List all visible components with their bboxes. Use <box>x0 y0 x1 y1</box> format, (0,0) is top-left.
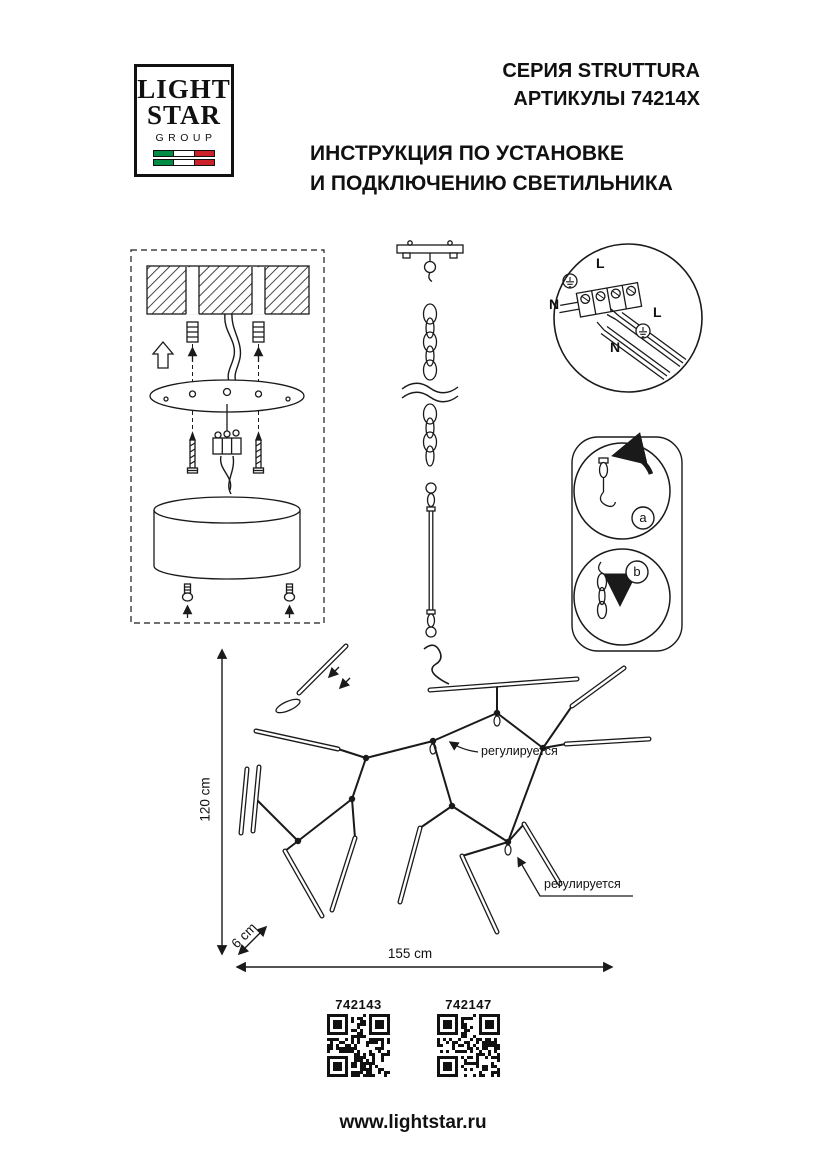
product-code-1: 742143 <box>335 997 382 1012</box>
instruction-title-line1: ИНСТРУКЦИЯ ПО УСТАНОВКЕ <box>310 142 624 165</box>
mounting-diagram <box>130 249 325 624</box>
power-cord <box>423 644 450 685</box>
width-dimension: 155 cm <box>387 946 433 961</box>
product-code-2: 742147 <box>445 997 492 1012</box>
rotate-arrow-icon <box>611 432 654 475</box>
qr-code-1 <box>324 1011 393 1080</box>
wiring-label-line-top: L <box>596 255 605 271</box>
wiring-label-line-cable: L <box>653 304 662 320</box>
qr-code-2 <box>434 1011 503 1080</box>
terminal-block-icon <box>559 281 643 318</box>
detail-a <box>573 432 671 540</box>
connector-disc <box>275 698 301 714</box>
wiring-label-neutral-cable: N <box>610 339 621 355</box>
detail-b-label: b <box>633 564 641 579</box>
logo-word-star: STAR <box>146 100 222 130</box>
adjustable-arrow-bottom <box>517 856 633 897</box>
chandelier-diagram <box>238 643 652 935</box>
detail-a-label: a <box>639 510 647 525</box>
instruction-title: ИНСТРУКЦИЯ ПО УСТАНОВКЕ И ПОДКЛЮЧЕНИЮ СВ… <box>310 139 673 199</box>
bolt-icon <box>283 583 296 618</box>
bolt-icon <box>181 583 194 618</box>
chain-parts-diagram <box>396 240 464 638</box>
frame-struts <box>255 686 573 857</box>
series-header: СЕРИЯ STRUTTURA АРТИКУЛЫ 74214X <box>502 57 700 113</box>
website-url: www.lightstar.ru <box>339 1112 487 1133</box>
ground-icon <box>562 273 578 289</box>
chain-icon <box>422 403 438 467</box>
articles-title: АРТИКУЛЫ 74214X <box>513 88 700 110</box>
suspension-rod-icon <box>425 482 437 638</box>
adjustable-arrow-top <box>448 741 479 753</box>
ground-icon <box>635 323 651 339</box>
screw-icon <box>186 431 199 474</box>
italy-flag-icon <box>153 150 215 166</box>
terminal-block-icon <box>212 404 242 495</box>
series-title: СЕРИЯ STRUTTURA <box>502 60 700 82</box>
logo-word-group: GROUP <box>155 132 217 144</box>
adjustable-note-bottom: регулируется <box>544 877 621 891</box>
height-dimension: 120 cm <box>197 777 213 822</box>
cable-lines <box>596 308 687 381</box>
detail-b <box>573 548 671 646</box>
lightstar-logo: LIGHT STAR GROUP <box>134 64 234 177</box>
wiring-label-neutral-top: N <box>549 296 560 312</box>
logo-word-light: LIGHT <box>137 74 231 104</box>
screw-icon <box>252 431 265 474</box>
adjustable-note-top: регулируется <box>481 744 558 758</box>
instruction-title-line2: И ПОДКЛЮЧЕНИЮ СВЕТИЛЬНИКА <box>310 172 673 195</box>
wiring-detail <box>553 243 703 393</box>
joint-dots <box>294 709 547 846</box>
dimension-lines <box>216 648 614 973</box>
adjustment-details <box>571 432 683 652</box>
up-arrow-icon <box>151 340 175 369</box>
chain-icon <box>422 303 438 381</box>
